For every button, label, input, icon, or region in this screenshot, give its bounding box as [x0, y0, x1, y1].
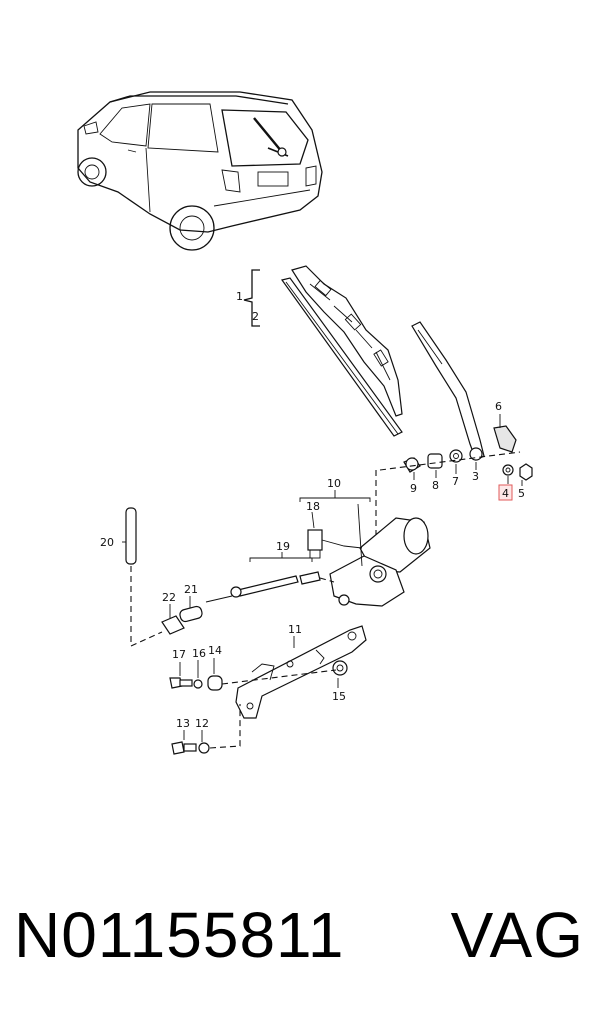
callout-8: 8	[432, 479, 439, 492]
part-number: N01155811	[14, 899, 345, 971]
mounting-bracket	[235, 625, 367, 719]
callout-4: 4	[502, 487, 509, 500]
callout-7: 7	[452, 475, 459, 488]
wiper-arm	[411, 321, 485, 461]
callout-10: 10	[327, 477, 341, 490]
callout-14: 14	[208, 644, 222, 657]
drive-rod	[230, 571, 335, 598]
callout-17: 17	[172, 648, 186, 661]
wiper-motor	[307, 517, 431, 607]
callout-18: 18	[306, 500, 320, 513]
callout-13: 13	[176, 717, 190, 730]
brand-name: VAG	[450, 899, 584, 971]
callout-5: 5	[518, 487, 525, 500]
leader-lines	[122, 414, 523, 742]
callout-20: 20	[100, 536, 114, 549]
callout-1: 1	[236, 290, 243, 303]
callout-3: 3	[472, 470, 479, 483]
callout-9: 9	[410, 482, 417, 495]
wiper-blade-assembly	[243, 265, 403, 437]
callout-16: 16	[192, 647, 206, 660]
callout-6: 6	[495, 400, 502, 413]
rod-20	[125, 507, 163, 647]
highlight-box	[498, 484, 513, 501]
spindle-parts	[403, 449, 533, 481]
callout-15: 15	[332, 690, 346, 703]
footer: N01155811 VAG	[0, 890, 600, 980]
callout-12: 12	[195, 717, 209, 730]
callout-21: 21	[184, 583, 198, 596]
callout-11: 11	[288, 623, 302, 636]
car-illustration	[77, 91, 323, 251]
callout-2: 2	[252, 310, 259, 323]
fasteners-upper	[169, 669, 337, 691]
callout-19: 19	[276, 540, 290, 553]
grommet-15	[332, 660, 348, 676]
arm-cap	[493, 425, 517, 453]
fasteners-lower	[171, 704, 241, 755]
callout-22: 22	[162, 591, 176, 604]
callout-labels: 1 2 3 4 5 6 7 8 9 10 11 12 13 14 15 16 1…	[100, 290, 525, 730]
parts-diagram: 1 2 3 4 5 6 7 8 9 10 11 12 13 14 15 16 1…	[77, 91, 533, 755]
tube-and-clamp	[161, 595, 233, 635]
